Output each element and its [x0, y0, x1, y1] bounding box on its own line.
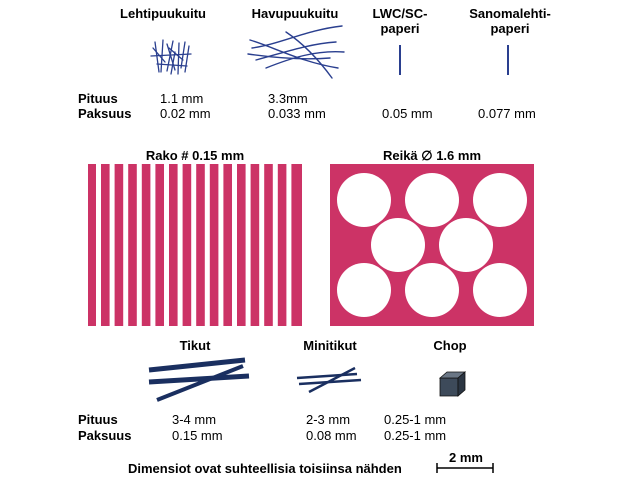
screen-slot	[96, 164, 101, 326]
newsprint-paper-title: Sanomalehti- paperi	[440, 6, 580, 36]
screen-hole	[439, 218, 493, 272]
relative-dimensions-note: Dimensiot ovat suhteellisia toisiinsa nä…	[128, 461, 402, 476]
length-row-label: Pituus	[78, 91, 118, 106]
hardwood-thickness-value: 0.02 mm	[160, 106, 211, 121]
screen-hole	[473, 263, 527, 317]
chop-length-value: 0.25-1 mm	[384, 412, 447, 427]
thickness-row-label: Paksuus	[78, 106, 132, 121]
screen-hole	[371, 218, 425, 272]
screen-hole	[405, 173, 459, 227]
lwc-title-line2: paperi	[380, 21, 420, 36]
newsprint-title-line1: Sanomalehti-	[469, 6, 551, 21]
hole-screen-plate	[330, 164, 534, 331]
sticks-title: Tikut	[179, 338, 211, 353]
screen-slot	[245, 164, 251, 326]
softwood-length-value: 3.3mm	[268, 91, 308, 106]
softwood-thickness-value: 0.033 mm	[268, 106, 326, 121]
mini-sticks-thickness-value: 0.08 mm	[306, 428, 357, 443]
screen-slot	[164, 164, 169, 326]
screen-slot	[136, 164, 142, 326]
chop-cube-drawing	[438, 370, 468, 403]
scale-bar-label: 2 mm	[449, 450, 483, 465]
mini-sticks-title: Minitikut	[303, 338, 357, 353]
hardwood-fiber-title: Lehtipuukuitu	[120, 6, 206, 21]
screen-slot	[109, 164, 115, 326]
lwc-fiber-drawing	[399, 45, 401, 75]
mini-sticks-drawing	[295, 364, 365, 401]
screen-slot	[218, 164, 224, 326]
lwc-paper-title: LWC/SC- paperi	[355, 6, 445, 36]
slot-screen-title: Rako # 0.15 mm	[145, 148, 245, 163]
chop-thickness-value: 0.25-1 mm	[384, 428, 447, 443]
screen-hole	[473, 173, 527, 227]
chop-title: Chop	[433, 338, 467, 353]
sticks-length-value: 3-4 mm	[172, 412, 217, 427]
hardwood-length-value: 1.1 mm	[160, 91, 204, 106]
lwc-title-line1: LWC/SC-	[372, 6, 428, 21]
screen-hole	[337, 263, 391, 317]
softwood-fiber-drawing	[246, 22, 346, 84]
sticks-drawing	[145, 356, 255, 411]
screen-slot	[286, 164, 292, 326]
slot-screen-plate	[88, 164, 302, 331]
screen-slot	[177, 164, 183, 326]
screen-slot	[150, 164, 156, 326]
screen-hole	[405, 263, 459, 317]
sticks-thickness-value: 0.15 mm	[172, 428, 223, 443]
screen-slot	[232, 164, 237, 326]
scale-bar	[436, 461, 496, 480]
screen-slot	[204, 164, 210, 326]
lwc-thickness-value: 0.05 mm	[382, 106, 433, 121]
hole-screen-title: Reikä ∅ 1.6 mm	[382, 148, 482, 163]
newsprint-thickness-value: 0.077 mm	[478, 106, 536, 121]
screen-hole	[337, 173, 391, 227]
newsprint-fiber-drawing	[507, 45, 509, 75]
mini-sticks-length-value: 2-3 mm	[306, 412, 351, 427]
screen-slot	[191, 164, 197, 326]
hardwood-fiber-drawing	[145, 38, 197, 76]
softwood-fiber-title: Havupuukuitu	[251, 6, 339, 21]
screen-slot	[259, 164, 265, 326]
shive-thickness-row-label: Paksuus	[78, 428, 132, 443]
screen-slot	[123, 164, 129, 326]
shive-length-row-label: Pituus	[78, 412, 118, 427]
screen-slot	[272, 164, 278, 326]
newsprint-title-line2: paperi	[490, 21, 530, 36]
